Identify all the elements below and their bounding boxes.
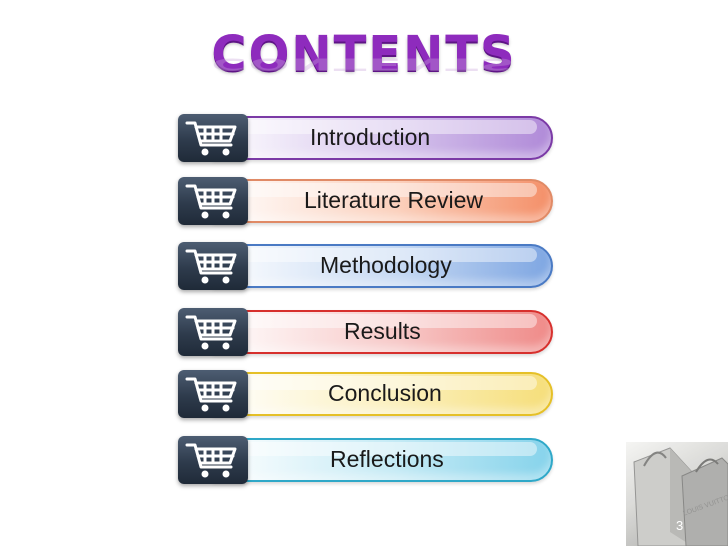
contents-item-label: Reflections — [330, 446, 444, 472]
shopping-cart-icon — [178, 308, 248, 356]
contents-item-label: Introduction — [310, 124, 431, 150]
contents-item-methodology[interactable]: Methodology — [178, 242, 553, 290]
contents-item-bar — [208, 244, 553, 288]
contents-item-introduction[interactable]: Introduction — [178, 114, 553, 162]
contents-item-conclusion[interactable]: Conclusion — [178, 370, 553, 418]
contents-item-reflections[interactable]: Reflections — [178, 436, 553, 484]
contents-item-label: Conclusion — [328, 380, 442, 406]
slide-title-reflection: CONTENTS — [211, 54, 517, 74]
contents-item-bar — [208, 310, 553, 354]
contents-item-bar — [208, 116, 553, 160]
shopping-cart-icon — [178, 370, 248, 418]
contents-item-bar — [208, 372, 553, 416]
shopping-bags-photo: LOUIS VUITTON — [626, 442, 728, 546]
contents-item-literature-review[interactable]: Literature Review — [178, 177, 553, 225]
contents-item-bar — [208, 438, 553, 482]
contents-item-label: Literature Review — [304, 187, 483, 213]
shopping-cart-icon — [178, 242, 248, 290]
contents-item-label: Methodology — [320, 252, 452, 278]
contents-item-results[interactable]: Results — [178, 308, 553, 356]
shopping-cart-icon — [178, 436, 248, 484]
contents-item-bar — [208, 179, 553, 223]
slide-title: CONTENTS — [211, 26, 517, 82]
shopping-cart-icon — [178, 114, 248, 162]
contents-item-label: Results — [344, 318, 421, 344]
shopping-cart-icon — [178, 177, 248, 225]
page-number: 3 — [676, 518, 684, 533]
